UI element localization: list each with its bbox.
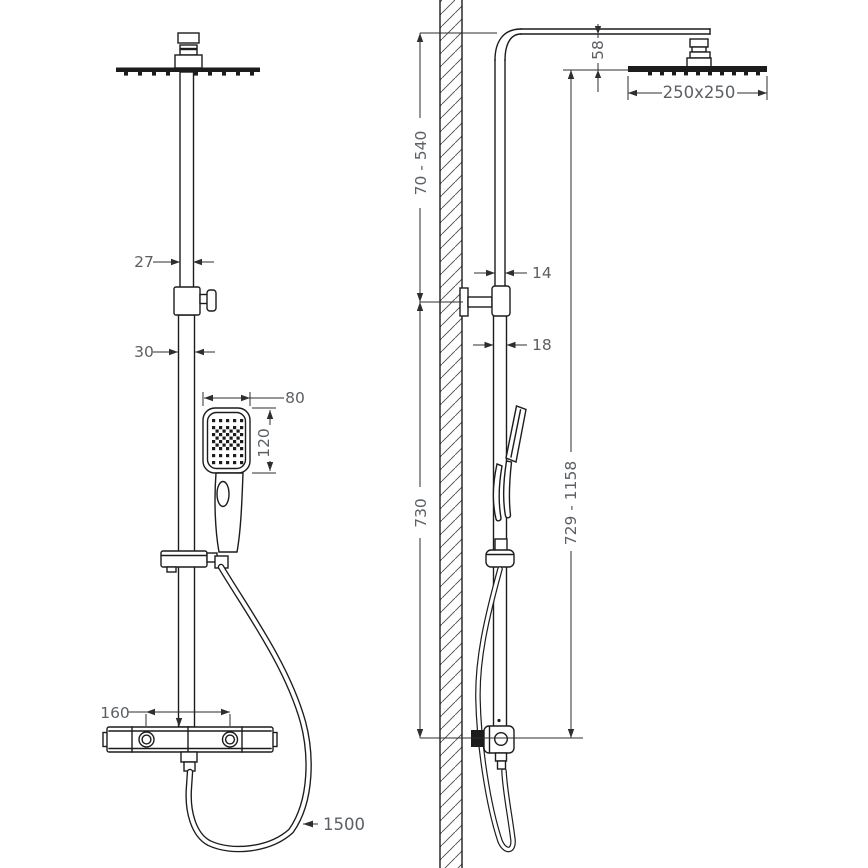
hose-outlet-side [494, 752, 508, 762]
temperature-knob [138, 731, 155, 748]
dim-730: 730 [412, 302, 430, 738]
riser-lower-front [177, 314, 196, 728]
hose-outlet [180, 751, 198, 763]
shower-hose-side [475, 566, 516, 853]
reference-lines [420, 32, 629, 739]
elbow-inner [504, 33, 522, 61]
dim-58: 58 [589, 24, 607, 92]
dim-70-540-label: 70 - 540 [412, 131, 430, 196]
shower-head-plate [116, 67, 260, 72]
wall-hatching [440, 0, 462, 868]
dim-18: 18 [473, 336, 552, 354]
dim-1500: 1500 [303, 815, 365, 834]
hand-shower-side [485, 405, 527, 568]
dim-1500-label: 1500 [323, 815, 365, 834]
flow-knob [221, 731, 239, 748]
handset-nozzle-grid [212, 419, 244, 465]
dim-27: 27 [134, 253, 214, 271]
dim-70-540: 70 - 540 [412, 33, 430, 302]
dim-30: 30 [134, 343, 215, 361]
slide-holder-front [160, 550, 229, 573]
dim-18-label: 18 [532, 336, 552, 354]
dim-30-label: 30 [134, 343, 154, 361]
riser-pipe-front [175, 71, 196, 728]
dim-730-label: 730 [412, 498, 430, 528]
elbow-outer [494, 28, 522, 61]
handle-button [216, 480, 230, 508]
handle-blade-right [503, 460, 513, 519]
dim-27-label: 27 [134, 253, 154, 271]
pipe-end-arrow [175, 718, 183, 727]
handle-blade-left [492, 463, 503, 522]
dim-160-label: 160 [100, 704, 130, 722]
dim-58-label: 58 [589, 40, 607, 60]
dim-729-1158: 729 - 1158 [562, 70, 580, 738]
shower-head-plate-side [628, 66, 767, 72]
front-view: 27 30 80 120 [100, 32, 365, 853]
dim-120: 120 [252, 407, 276, 474]
dim-120-label: 120 [255, 428, 273, 458]
dim-160: 160 [100, 704, 231, 726]
dim-14: 14 [474, 264, 552, 282]
hand-shower-front [202, 407, 251, 553]
dim-80-label: 80 [285, 389, 305, 407]
dim-250x250-label: 250x250 [663, 83, 736, 102]
head-swivel-connector [174, 32, 203, 69]
mixer-valve-front [102, 726, 278, 772]
slider-bracket-front [173, 286, 217, 316]
riser-pipe-side [492, 28, 711, 728]
shower-hose-front [185, 563, 312, 853]
side-view: 70 - 540 58 250x250 14 [412, 0, 768, 868]
slide-holder-side [485, 549, 515, 568]
overhead-shower-side [628, 38, 767, 76]
wall-section [439, 0, 463, 868]
riser-upper-front [179, 71, 195, 289]
dim-14-label: 14 [532, 264, 552, 282]
shower-nozzles-side [648, 72, 760, 76]
mixer-valve-side [471, 718, 515, 770]
wall-bracket-side [459, 285, 511, 317]
mixer-knob-side [494, 732, 509, 747]
bracket-knob [206, 289, 217, 312]
overhead-shower-front [116, 32, 260, 76]
dim-250x250: 250x250 [627, 76, 768, 102]
head-ball-joint [686, 38, 712, 68]
dim-80: 80 [202, 389, 305, 407]
dim-729-1158-label: 729 - 1158 [562, 461, 580, 545]
handle-connector-side [494, 538, 508, 552]
